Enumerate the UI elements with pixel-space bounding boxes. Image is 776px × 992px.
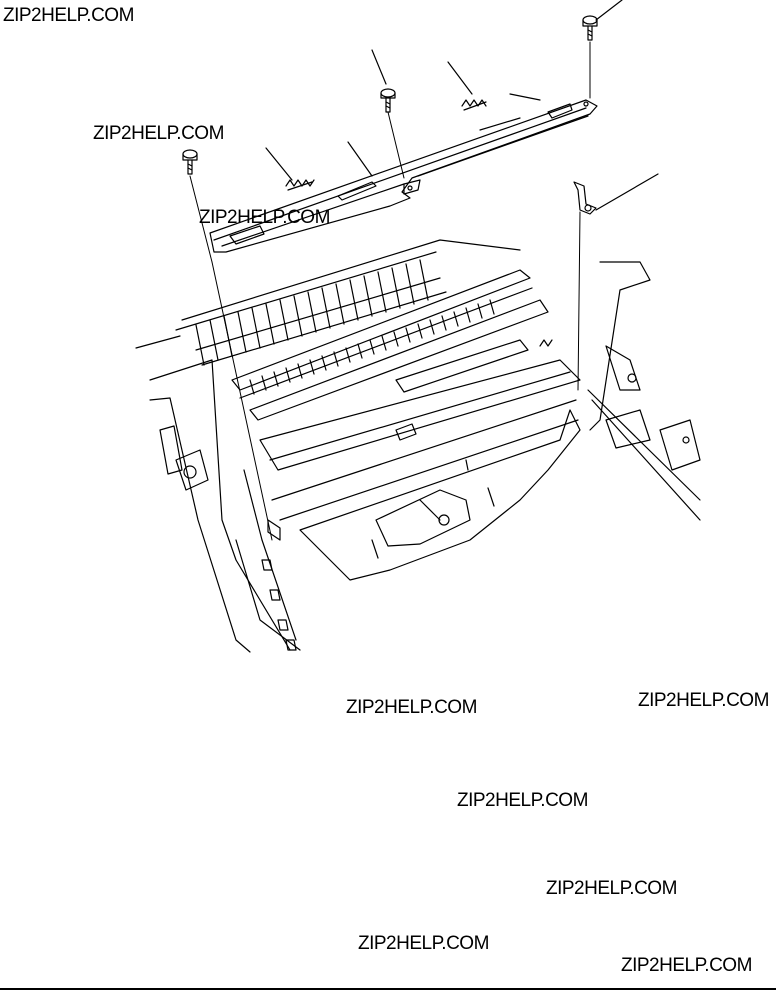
watermark-text: ZIP2HELP.COM — [358, 933, 489, 954]
page-bottom-rule — [0, 988, 776, 990]
spring-icon — [461, 99, 487, 111]
watermark-text: ZIP2HELP.COM — [457, 790, 588, 811]
watermark-text: ZIP2HELP.COM — [3, 5, 134, 26]
watermark-text: ZIP2HELP.COM — [93, 123, 224, 144]
screw-icon — [582, 15, 598, 41]
main-frame — [135, 239, 701, 653]
watermark-text: ZIP2HELP.COM — [546, 878, 677, 899]
watermark-text: ZIP2HELP.COM — [638, 690, 769, 711]
watermark-text: ZIP2HELP.COM — [621, 955, 752, 976]
watermark-text: ZIP2HELP.COM — [199, 207, 330, 228]
assembly-lines — [189, 41, 591, 541]
upper-guide-plate — [209, 99, 598, 253]
leader-lines — [265, 0, 659, 211]
screw-icon — [182, 149, 198, 175]
spring-icon — [285, 179, 315, 191]
screw-icon — [380, 88, 396, 113]
lever-icon — [573, 181, 597, 215]
watermark-text: ZIP2HELP.COM — [346, 697, 477, 718]
